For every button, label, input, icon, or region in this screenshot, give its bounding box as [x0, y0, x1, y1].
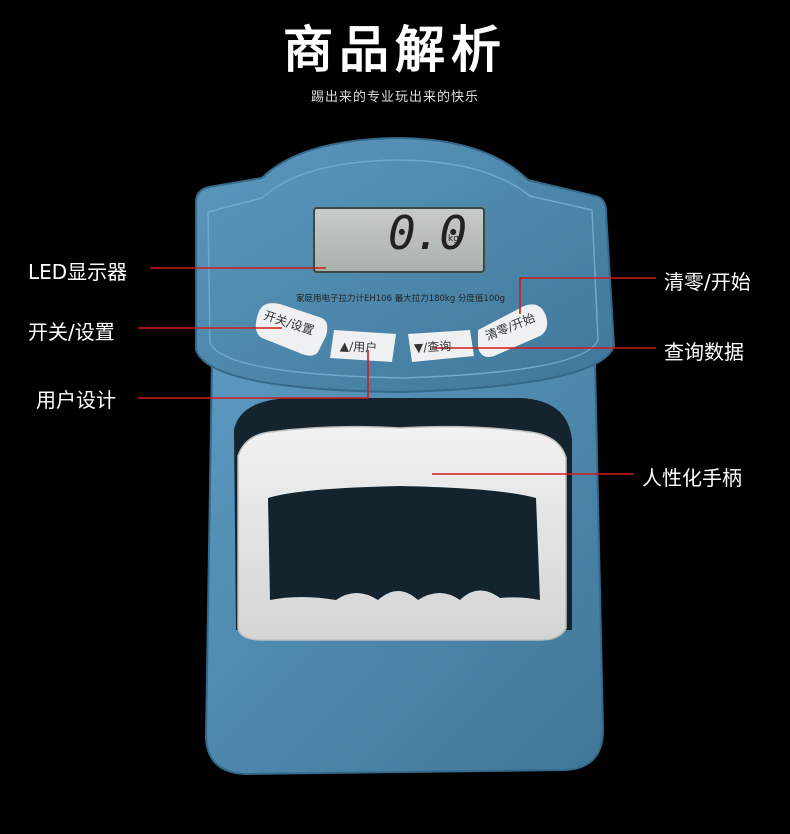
- callout-query: 查询数据: [664, 340, 744, 364]
- power-button-shape: [255, 303, 328, 356]
- callout-led: LED显示器: [28, 260, 128, 284]
- user-button-shape: [330, 330, 396, 362]
- query-button-label: ▼/查询: [413, 339, 452, 355]
- lcd-unit: kg: [448, 234, 459, 244]
- callout-power: 开关/设置: [28, 320, 115, 344]
- device-spec-text: 家庭用电子拉力计EH106 最大拉力180kg 分度值100g: [296, 294, 506, 304]
- callout-line-user: [138, 350, 369, 399]
- page-title: 商品解析: [283, 21, 507, 79]
- page-subtitle: 踢出来的专业玩出来的快乐: [310, 90, 479, 105]
- callout-reset: 清零/开始: [664, 270, 751, 294]
- user-button-label: ▲/用户: [339, 339, 378, 355]
- callout-line-reset: [519, 277, 656, 314]
- lcd-reading: 0.0: [388, 206, 467, 260]
- handle-grip-hole: [268, 486, 540, 600]
- lcd-display: [313, 207, 485, 273]
- reset-button-shape: [478, 304, 548, 357]
- callout-handle: 人性化手柄: [642, 466, 742, 490]
- query-button-shape: [408, 330, 474, 362]
- callout-user: 用户设计: [36, 388, 116, 412]
